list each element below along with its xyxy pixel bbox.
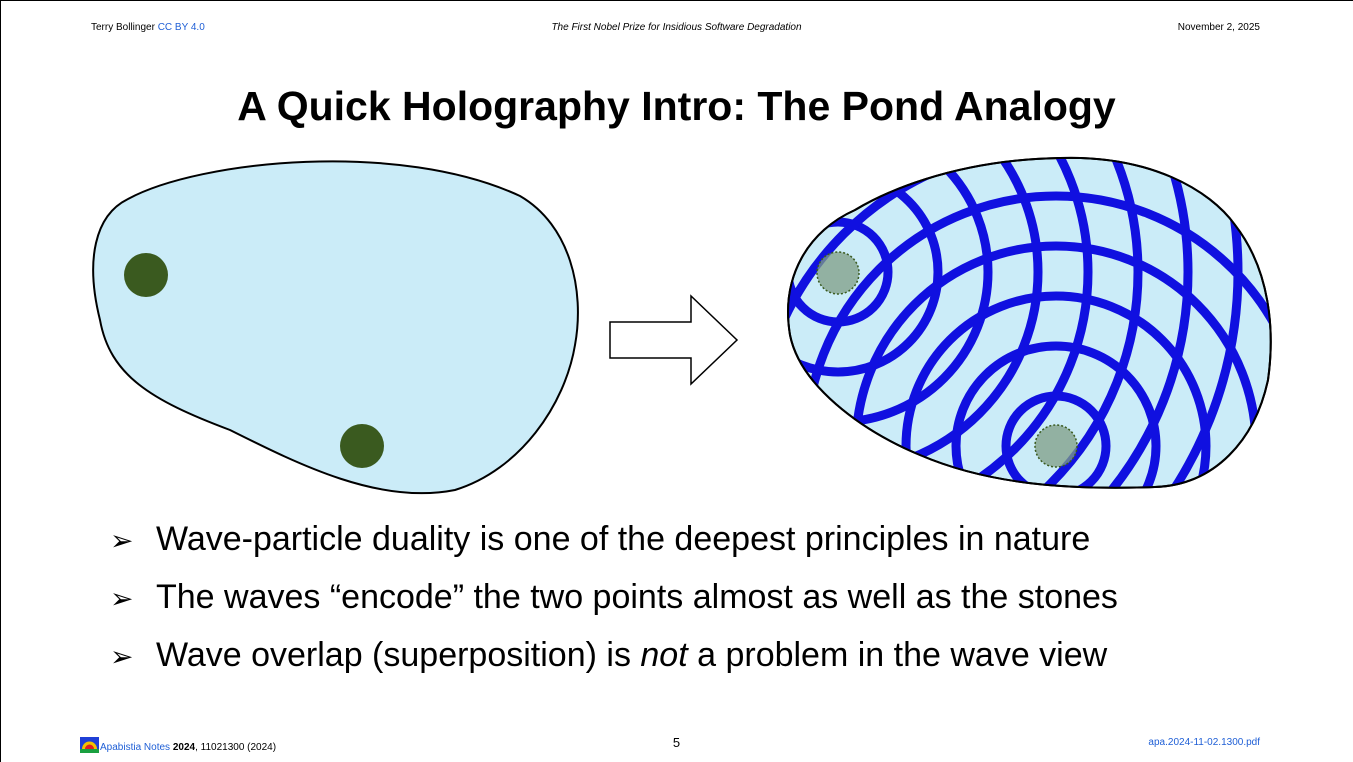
footer-brand: Apabistia Notes 2024, 11021300 (2024) (80, 737, 276, 753)
brand-name[interactable]: Apabistia Notes (100, 742, 171, 753)
wave-ring-a6 (788, 157, 1143, 488)
brand-ref: , 11021300 (2024) (195, 742, 277, 753)
wave-ring-a5 (788, 157, 1093, 488)
wave-ring-a7 (788, 157, 1193, 488)
header-title: The First Nobel Prize for Insidious Soft… (551, 22, 802, 33)
stone-top (124, 253, 168, 297)
bullet-arrow-icon: ➢ (110, 524, 134, 557)
file-name[interactable]: apa.2024-11-02.1300.pdf (1148, 737, 1260, 748)
brand-year: 2024 (172, 742, 196, 753)
wave-ring-b1 (1001, 391, 1111, 488)
wave-ring-b2 (951, 341, 1161, 488)
bullet-text: Wave overlap (superposition) is (156, 636, 641, 674)
license-link[interactable]: CC BY 4.0 (157, 22, 205, 33)
bullet-item: ➢ Wave-particle duality is one of the dee… (110, 513, 1118, 571)
header-author: Terry Bollinger CC BY 4.0 (91, 22, 205, 33)
right-arrow-icon (609, 294, 739, 386)
header-date: November 2, 2025 (1177, 22, 1260, 33)
ghost-stone-top (816, 251, 860, 295)
left-pond (92, 160, 579, 495)
ghost-stone-bottom (1034, 424, 1078, 468)
bullet-item: ➢ The waves “encode” the two points almos… (110, 571, 1118, 629)
slide-title: A Quick Holography Intro: The Pond Analo… (237, 83, 1116, 129)
bullet-item: ➢ Wave overlap (superposition) is not a p… (110, 629, 1118, 687)
wave-ring-b3 (901, 291, 1211, 488)
bullet-text: The waves “encode” the two points almost… (156, 578, 1118, 616)
stone-bottom (340, 424, 384, 468)
bullet-arrow-icon: ➢ (110, 582, 134, 615)
bullet-emphasis: not (640, 636, 688, 674)
apabistia-logo-icon (80, 737, 99, 753)
bullet-arrow-icon: ➢ (110, 640, 134, 673)
author-name: Terry Bollinger (91, 22, 155, 33)
page-number: 5 (672, 735, 681, 750)
bullet-text: Wave-particle duality is one of the deep… (156, 520, 1091, 558)
bullet-list: ➢ Wave-particle duality is one of the dee… (110, 513, 1118, 687)
bullet-text-tail: a problem in the wave view (687, 636, 1108, 674)
